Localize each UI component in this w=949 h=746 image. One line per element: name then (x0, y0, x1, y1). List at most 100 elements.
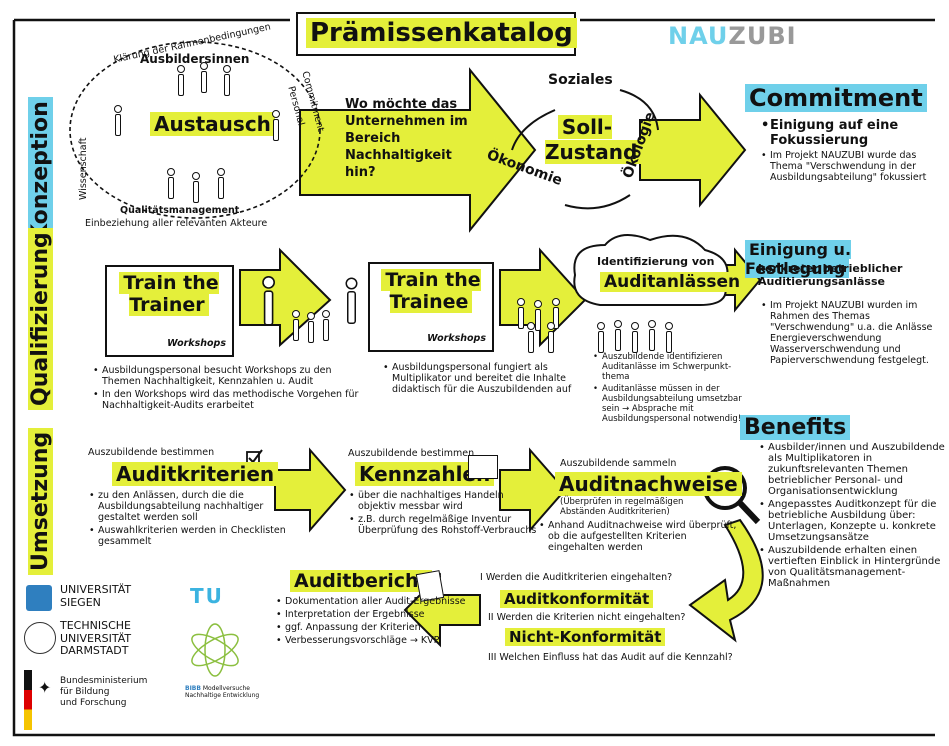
ring-text-7: Einbeziehung aller relevanten Akteure (85, 218, 268, 229)
darmstadt-logo-text: TECHNISCHE UNIVERSITÄT DARMSTADT (60, 619, 132, 658)
auditbericht-item: Verbesserungsvorschläge → KVP (276, 635, 485, 646)
person-icon (550, 298, 560, 329)
darmstadt-line: DARMSTADT (60, 644, 129, 658)
darmstadt-seal-icon (24, 622, 56, 654)
soll-zustand: Soll-Zustand (545, 115, 642, 165)
siegen-line: SIEGEN (60, 595, 101, 609)
train-trainee-item: Ausbildungspersonal fungiert als Multipl… (383, 362, 592, 395)
auditanlaesse-item: Auditanlässe müssen in der Ausbildungsab… (593, 384, 747, 424)
bmbf-flag-icon (24, 670, 32, 730)
einigung-item: Im Projekt NAUZUBI wurden im Rahmen des … (761, 300, 945, 366)
person-icon (305, 312, 315, 343)
auditkriterien-list: zu den Anlässen, durch die die Ausbildun… (88, 490, 288, 549)
bmbf-logo-text: Bundesministerium für Bildung und Forsch… (60, 676, 147, 708)
bmbf-line: für Bildung (60, 686, 110, 697)
austausch-label: Austausch (150, 112, 275, 136)
brand-part1: NAU (668, 22, 729, 50)
commitment-heading: Commitment (745, 84, 927, 112)
train-trainer-box: Train the Trainer Workshops (105, 265, 234, 357)
train-trainer-list: Ausbildungspersonal besucht Workshops zu… (92, 365, 367, 413)
bibb-line: Modellversuche (202, 685, 250, 692)
bibb-logo-icon (185, 620, 245, 680)
person-icon (525, 322, 535, 353)
auditbericht-list: Dokumentation aller Audit-Ergebnisse Int… (275, 596, 485, 648)
bmbf-line: und Forschung (60, 697, 127, 708)
page-title: Prämissenkatalog (306, 18, 577, 48)
person-icon (595, 322, 605, 353)
auditanlaesse-item: Auszubildende identifizieren Auditanläss… (593, 352, 747, 382)
auditnachweise-item: Anhand Auditnachweise wird überprüft, ob… (539, 520, 738, 553)
siegen-logo-text: UNIVERSITÄT SIEGEN (60, 583, 132, 609)
konformitaet-q2: II Werden die Kriterien nicht eingehalte… (488, 612, 686, 623)
commitment-list: Einigung auf eine Fokussierung Im Projek… (760, 118, 940, 185)
siegen-line: UNIVERSITÄT (60, 583, 132, 596)
tu-logo: TU (190, 584, 224, 608)
darmstadt-line: UNIVERSITÄT (60, 631, 132, 645)
auditnachweise-sub: (Überprüfen in regelmäßigen Abständen Au… (560, 497, 684, 517)
soll-soziales: Soziales (548, 72, 613, 88)
auditkonformitaet: Auditkonformität (500, 590, 654, 608)
ring-text-2: Ausbildersinnen (140, 52, 250, 66)
bmbf-line: Bundesministerium (60, 676, 148, 686)
person-icon (270, 110, 280, 141)
label-qualifizierung: Qualifizierung (28, 228, 53, 410)
auditnachweise-list: Anhand Auditnachweise wird überprüft, ob… (538, 520, 738, 555)
train-trainee-box: Train the Trainee Workshops (368, 262, 494, 352)
commitment-item: Im Projekt NAUZUBI wurde das Thema "Vers… (761, 150, 940, 183)
einigung-sub: konkreter betrieblicher Auditierungsanlä… (758, 262, 903, 288)
auditanlaesse-list: Auszubildende identifizieren Auditanläss… (592, 352, 747, 426)
kennzahlen-pre: Auszubildende bestimmen (348, 448, 475, 459)
auditbericht-item: Interpretation der Ergebnisse (276, 609, 485, 620)
person-icon (198, 62, 208, 93)
person-icon (629, 322, 639, 353)
auditanlaesse-pre: Identifizierung von (597, 255, 715, 268)
konformitaet-q3: III Welchen Einfluss hat das Audit auf d… (488, 652, 733, 663)
benefits-heading: Benefits (740, 415, 851, 440)
person-icon (545, 322, 555, 353)
auditnachweise-title: Auditnachweise (555, 472, 742, 496)
train-trainer-title: Train the Trainer (113, 272, 225, 317)
nicht-konformitaet: Nicht-Konformität (505, 628, 666, 646)
bibb-orbit-icon (191, 623, 239, 677)
person-icon (646, 320, 656, 351)
benefits-item: Angepasstes Auditkonzept für die betrieb… (759, 499, 948, 543)
chart-doc-icon (468, 455, 498, 479)
commitment-item: Einigung auf eine Fokussierung (761, 118, 940, 148)
siegen-logo-icon (26, 585, 52, 611)
kennzahlen-item: über die nachhaltiges Handeln objektiv m… (349, 490, 538, 512)
auditbericht-title: Auditbericht (290, 570, 432, 592)
person-icon (165, 168, 175, 199)
brand-logo: NAUZUBI (668, 22, 797, 50)
auditbericht-item: Dokumentation aller Audit-Ergebnisse (276, 596, 485, 607)
auditkriterien-item: zu den Anlässen, durch die die Ausbildun… (89, 490, 288, 523)
auditbericht-item: ggf. Anpassung der Kriterien (276, 622, 485, 633)
train-trainer-sub: Workshops (167, 338, 226, 349)
trainer-person-icon (343, 277, 358, 324)
ring-text-5: Wissenschaft (78, 137, 89, 200)
einigung-heading: Einigung u. Festlegung (745, 240, 852, 278)
darmstadt-line: TECHNISCHE (60, 619, 131, 632)
bibb-line: Nachhaltige Entwicklung (185, 692, 260, 700)
person-icon (320, 310, 330, 341)
train-trainer-item: In den Workshops wird das methodische Vo… (93, 389, 367, 411)
person-icon (612, 320, 622, 351)
benefits-list: Ausbilder/innen und Auszubildende als Mu… (758, 442, 948, 591)
title-box: Prämissenkatalog (296, 12, 577, 56)
person-icon (112, 105, 122, 136)
person-icon (663, 322, 673, 353)
person-icon (175, 65, 185, 96)
ring-text-6: Qualitätsmanagement (120, 205, 240, 216)
kennzahlen-item: z.B. durch regelmäßige Inventur Überprüf… (349, 514, 538, 536)
label-konzeption: Konzeption (28, 97, 53, 245)
train-trainee-list: Ausbildungspersonal fungiert als Multipl… (382, 362, 592, 397)
benefits-item: Ausbilder/innen und Auszubildende als Mu… (759, 442, 948, 497)
auditanlaesse-title: Auditanlässen (600, 272, 745, 292)
person-icon (215, 168, 225, 199)
person-icon (221, 65, 231, 96)
auditkriterien-pre: Auszubildende bestimmen (88, 447, 215, 458)
question-text: Wo möchte das Unternehmen im Bereich Nac… (345, 97, 468, 180)
train-trainee-sub: Workshops (427, 333, 486, 344)
bibb-line: BIBB (185, 685, 201, 692)
bibb-logo-text: BIBB Modellversuche Nachhaltige Entwickl… (185, 685, 259, 699)
train-trainer-item: Ausbildungspersonal besucht Workshops zu… (93, 365, 367, 387)
